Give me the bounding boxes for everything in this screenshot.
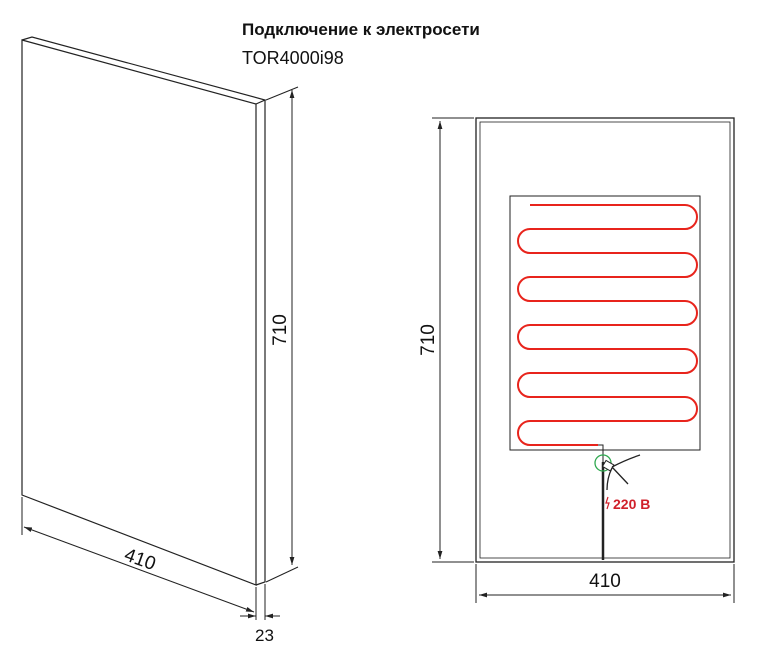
height-label-left: 710 bbox=[270, 314, 291, 346]
height-label-right: 710 bbox=[418, 324, 439, 356]
dimension-width-left bbox=[21, 497, 280, 620]
dimension-width-right bbox=[475, 564, 735, 603]
width-label-left: 410 bbox=[121, 545, 158, 576]
power-connection bbox=[594, 444, 641, 560]
panel-front-view bbox=[475, 117, 735, 563]
panel-perspective-view bbox=[21, 36, 267, 586]
width-label-right: 410 bbox=[589, 571, 621, 592]
power-voltage-label: 220 В bbox=[613, 496, 650, 512]
model-number: TOR4000i98 bbox=[242, 48, 344, 68]
lightning-icon bbox=[605, 496, 610, 510]
panel-top-edge bbox=[21, 36, 267, 105]
heating-cable bbox=[517, 204, 698, 446]
heating-element-area bbox=[509, 195, 701, 451]
thickness-label: 23 bbox=[255, 626, 274, 645]
dimension-height-right bbox=[432, 117, 474, 563]
dimension-height-left bbox=[265, 86, 299, 583]
panel-front-face bbox=[21, 39, 257, 586]
panel-side-edge bbox=[255, 100, 266, 586]
diagram-title: Подключение к электросети bbox=[242, 20, 480, 39]
